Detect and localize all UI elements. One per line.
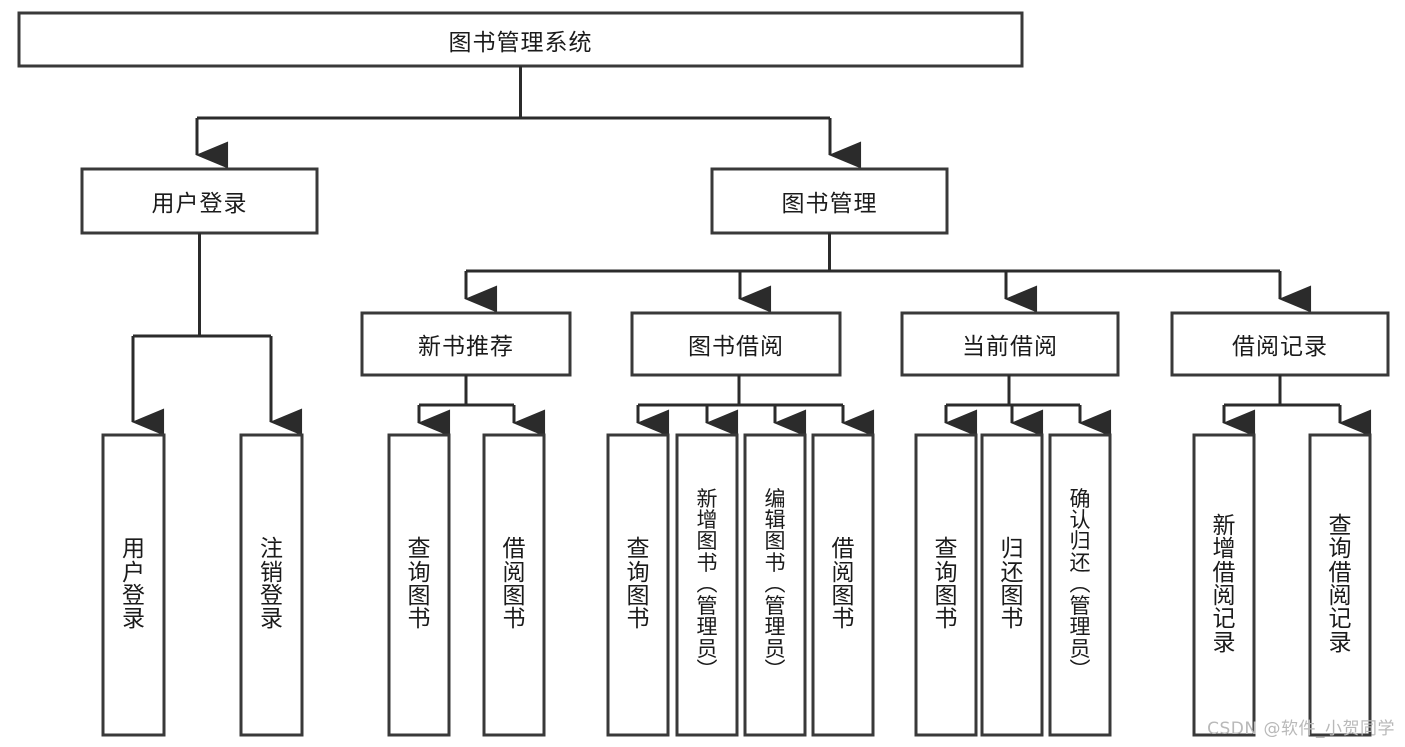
node-borrow-record[interactable]	[1170, 311, 1390, 377]
node-user-login[interactable]	[80, 167, 319, 235]
leaf-box-borrow-record-2[interactable]	[1308, 433, 1372, 737]
leaf-box-book-borrow-3[interactable]	[743, 433, 807, 737]
leaf-box-new-book-2[interactable]	[482, 433, 546, 737]
leaf-box-current-borrow-2[interactable]	[980, 433, 1044, 737]
leaf-box-user-login-1[interactable]	[101, 433, 166, 737]
node-book-borrow[interactable]	[630, 311, 842, 377]
leaf-box-book-borrow-2[interactable]	[675, 433, 739, 737]
node-book-management[interactable]	[710, 167, 949, 235]
node-root-book-management-system[interactable]	[17, 11, 1024, 68]
leaf-box-borrow-record-1[interactable]	[1192, 433, 1256, 737]
leaf-box-new-book-1[interactable]	[387, 433, 451, 737]
leaf-box-book-borrow-1[interactable]	[606, 433, 670, 737]
leaf-box-book-borrow-4[interactable]	[811, 433, 875, 737]
leaf-box-user-login-2[interactable]	[239, 433, 304, 737]
node-current-borrow[interactable]	[900, 311, 1120, 377]
node-new-book-recommend[interactable]	[360, 311, 572, 377]
leaf-box-current-borrow-1[interactable]	[914, 433, 978, 737]
leaf-box-current-borrow-3[interactable]	[1048, 433, 1112, 737]
